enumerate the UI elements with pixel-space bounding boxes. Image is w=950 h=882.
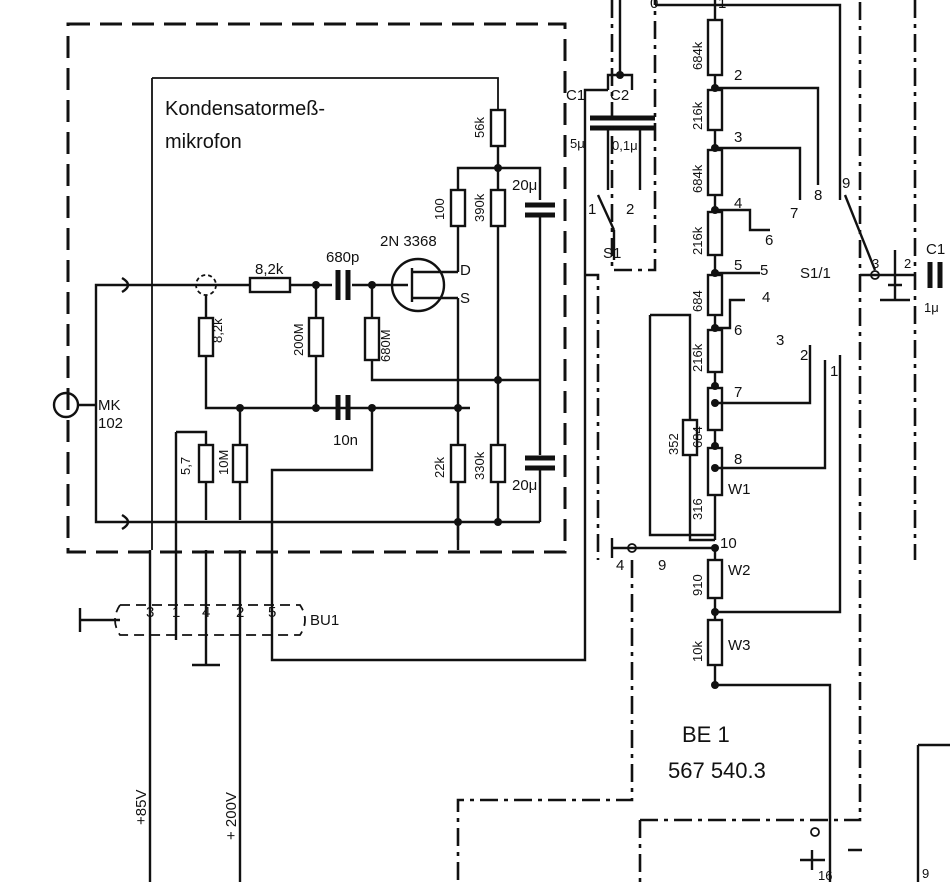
switch-pos-7: 7	[790, 205, 798, 222]
drain-label: D	[460, 262, 471, 279]
r-10k-label: 10k	[690, 641, 705, 662]
tap-9: 9	[658, 557, 666, 574]
box-title-line2: mikrofon	[165, 131, 242, 153]
w3-label: W3	[728, 637, 751, 654]
s1-1-pin2: 2	[904, 256, 911, 271]
c1-value: 5μ	[570, 136, 585, 151]
r-10m-label: 10M	[216, 450, 231, 475]
c-10n-label: 10n	[333, 432, 358, 449]
r-684-label: 684	[690, 290, 705, 312]
ground-4-label: 4	[616, 557, 624, 574]
r-390k-label: 390k	[472, 193, 487, 222]
v200-label: + 200V	[223, 792, 240, 840]
signal-path	[130, 270, 390, 300]
c-680p-label: 680p	[326, 249, 359, 266]
lower-left-resistors	[130, 408, 540, 550]
transistor-label: 2N 3368	[380, 233, 437, 250]
pin5-label: 5	[268, 604, 276, 621]
c2-label: C2	[610, 87, 629, 104]
rotary-switch-s1-1	[843, 194, 943, 302]
pin2-label: 2	[236, 604, 244, 621]
r-56k-label: 56k	[472, 117, 487, 138]
r-684-b-label: 684	[690, 426, 705, 448]
s1-1-label: S1/1	[800, 265, 831, 282]
bottom-16-label: 16	[818, 868, 832, 882]
r-330k-label: 330k	[472, 451, 487, 480]
r-5k7-label: 5,7	[178, 457, 193, 475]
r-22k-label: 22k	[432, 457, 447, 478]
ground-tap-4	[610, 538, 715, 558]
switch-pos-4: 4	[762, 289, 770, 306]
switch-pos-1: 1	[830, 363, 838, 380]
r-316-label: 316	[690, 498, 705, 520]
be1-number: 567 540.3	[668, 758, 766, 783]
tap-5: 5	[734, 257, 742, 274]
s1-1-pin3: 3	[872, 256, 879, 271]
r-216k-3-label: 216k	[690, 343, 705, 372]
mk-label: MK	[98, 397, 121, 414]
switch-pos-3: 3	[776, 332, 784, 349]
bottom-9-label: 9	[922, 866, 929, 881]
r-680m-label: 680M	[378, 329, 393, 362]
tap-4: 4	[734, 195, 742, 212]
source-label: S	[460, 290, 470, 307]
r-216k-2-label: 216k	[690, 226, 705, 255]
r-684k-label: 684k	[690, 41, 705, 70]
r-200m-label: 200M	[291, 323, 306, 356]
c-20u-top-label: 20μ	[512, 177, 537, 194]
pin3-label: 3	[146, 604, 154, 621]
r-216k-1-label: 216k	[690, 101, 705, 130]
right-bottom-block	[800, 743, 950, 882]
left-resistor-group	[197, 285, 540, 420]
microphone-box	[151, 77, 499, 550]
box-title-line1: Kondensatormeß-	[165, 98, 325, 120]
tap-3: 3	[734, 129, 742, 146]
r-684k-2-label: 684k	[690, 164, 705, 193]
r-8k2-label: 8,2k	[255, 261, 284, 278]
switch-pos-5: 5	[760, 262, 768, 279]
fet-2n3368	[390, 225, 460, 540]
w2-label: W2	[728, 562, 751, 579]
tap-1: 1	[718, 0, 726, 12]
pin1-label: 1	[172, 604, 180, 621]
bu1-label: BU1	[310, 612, 339, 629]
r-910-label: 910	[690, 574, 705, 596]
switch-s1-section	[590, 0, 655, 260]
c1-label: C1	[566, 87, 585, 104]
c-20u-bottom-label: 20μ	[512, 477, 537, 494]
attenuator-ladder	[648, 0, 842, 882]
tap-10: 10	[720, 535, 737, 552]
v85-label: +85V	[133, 790, 150, 825]
tap-6: 6	[734, 322, 742, 339]
r-100-label: 100	[432, 198, 447, 220]
switch-pos-2: 2	[800, 347, 808, 364]
switch-pos-9: 9	[842, 175, 850, 192]
tap-8: 8	[734, 451, 742, 468]
tap-2: 2	[734, 67, 742, 84]
connector-bus	[78, 88, 608, 882]
tap-0: 0	[650, 0, 658, 12]
c1-right-value: 1μ	[924, 300, 939, 315]
s1-pos2: 2	[626, 201, 634, 218]
c1-right-label: C1	[926, 241, 945, 258]
r-8k2-vertical-label: 8,2k	[210, 318, 225, 343]
be1-boundary	[456, 0, 917, 882]
be1-label: BE 1	[682, 722, 730, 747]
switch-pos-8: 8	[814, 187, 822, 204]
s1-pos1: 1	[588, 201, 596, 218]
tap-wiring	[715, 86, 842, 614]
outer-shield-boundary	[66, 22, 567, 554]
microphone-mk102	[52, 276, 130, 531]
mk-number: 102	[98, 415, 123, 432]
r-352-label: 352	[666, 433, 681, 455]
switch-pos-6: 6	[765, 232, 773, 249]
mic-right-network	[449, 108, 555, 550]
tap-7: 7	[734, 384, 742, 401]
c2-value: 0,1μ	[612, 138, 638, 153]
w1-label: W1	[728, 481, 751, 498]
pin4-label: 4	[202, 604, 210, 621]
